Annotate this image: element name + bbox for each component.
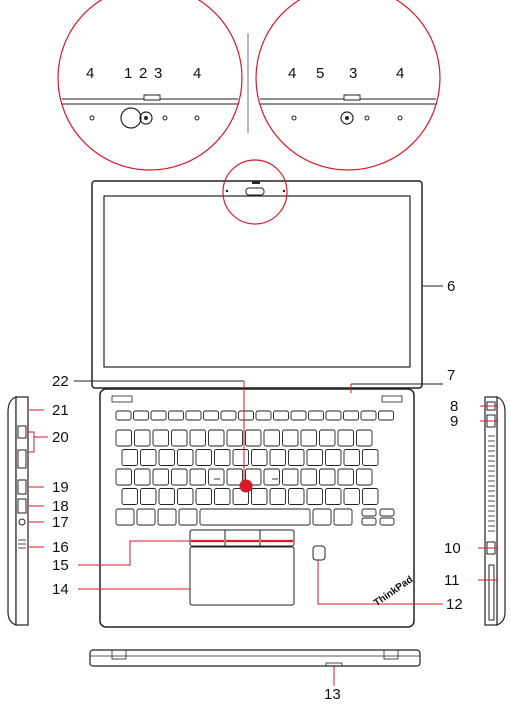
callout-15: 15 (52, 558, 69, 573)
callout-22: 22 (52, 374, 69, 389)
camera-zoom-right (256, 0, 440, 170)
callout-20: 20 (52, 430, 69, 445)
callout-3: 3 (154, 66, 162, 81)
camera-zoom-left (58, 0, 242, 170)
right-side-view (485, 397, 505, 625)
callout-4: 4 (86, 66, 94, 81)
left-side-view (8, 397, 28, 625)
callout-4: 4 (396, 66, 404, 81)
laptop-lid (92, 160, 422, 403)
callout-6: 6 (447, 279, 455, 294)
callout-21: 21 (52, 403, 69, 418)
callout-2: 2 (139, 66, 147, 81)
callout-18: 18 (52, 499, 69, 514)
front-view (90, 650, 420, 666)
callout-8: 8 (450, 399, 458, 414)
callout-16: 16 (52, 540, 69, 555)
callout-4: 4 (288, 66, 296, 81)
callout-11: 11 (444, 573, 460, 588)
callout-3: 3 (349, 66, 357, 81)
callout-17: 17 (52, 515, 69, 530)
callout-12: 12 (446, 597, 463, 612)
callout-10: 10 (444, 541, 461, 556)
callout-9: 9 (450, 414, 458, 429)
laptop-base (100, 389, 414, 627)
callout-5: 5 (316, 66, 324, 81)
callout-13: 13 (324, 687, 341, 702)
callout-1: 1 (124, 66, 132, 81)
callout-19: 19 (52, 480, 69, 495)
callout-14: 14 (52, 582, 69, 597)
callout-4: 4 (193, 66, 201, 81)
callout-7: 7 (447, 368, 455, 383)
